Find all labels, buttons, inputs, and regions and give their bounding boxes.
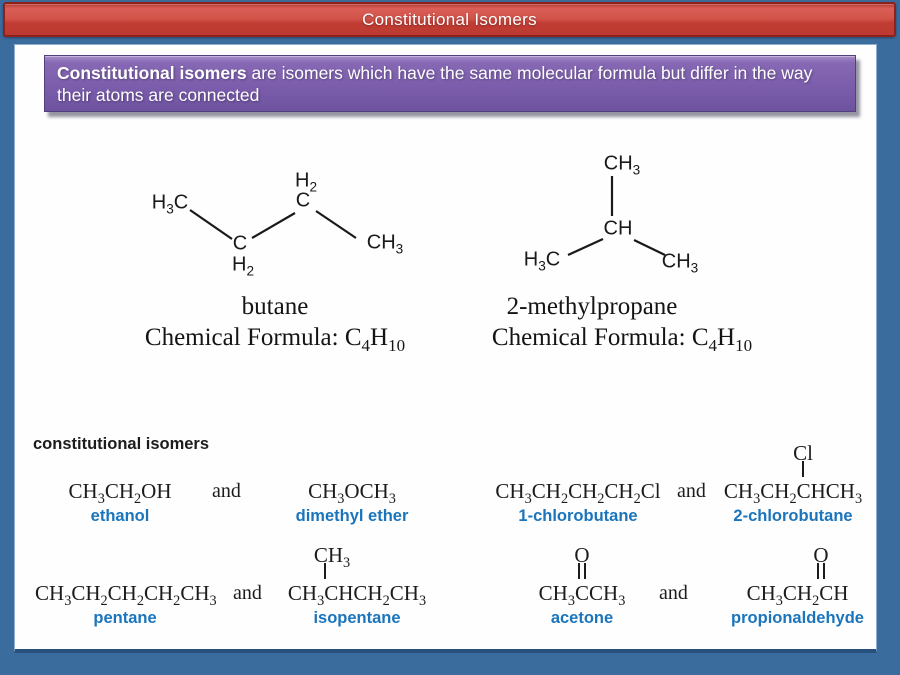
methylpropane-left-methyl: H3C xyxy=(523,248,561,274)
compound-name: 2-chlorobutane xyxy=(733,507,853,525)
methylpropane-right-methyl: CH3 xyxy=(661,250,699,276)
compound-ethanol: CH3CH2OH ethanol xyxy=(45,479,195,526)
definition-lead: Constitutional isomers xyxy=(57,63,247,83)
substituent-bond xyxy=(817,563,825,579)
substituent-bond xyxy=(324,563,326,579)
substituent-bond xyxy=(802,461,804,477)
substituent-bond xyxy=(578,563,586,579)
compound-name: propionaldehyde xyxy=(731,609,864,627)
butane-left-methyl: H3C xyxy=(151,191,189,217)
bond xyxy=(251,212,296,239)
compound-pentane: CH3CH2CH2CH2CH3 pentane xyxy=(35,581,217,628)
butane-structure: H3C C H2 C H2 CH3 xyxy=(140,170,430,282)
butane-formula: Chemical Formula: C4H10 xyxy=(144,324,406,355)
bond xyxy=(189,209,233,240)
methylpropane-formula: Chemical Formula: C4H10 xyxy=(491,324,753,355)
compound-name: dimethyl ether xyxy=(295,507,409,525)
compound-1-chlorobutane: CH3CH2CH2CH2Cl 1-chlorobutane xyxy=(493,479,663,526)
definition-rest: are isomers which have the same molecula… xyxy=(57,63,813,105)
compound-formula: CH3CH2CH xyxy=(746,581,849,610)
conjunction-and: and xyxy=(233,582,262,604)
butane-right-methyl: CH3 xyxy=(366,231,404,257)
butane-bonds xyxy=(189,209,357,240)
compound-2-chlorobutane: Cl CH3CH2CHCH3 2-chlorobutane xyxy=(708,441,878,526)
methylpropane-structure: CH3 CH H3C CH3 xyxy=(500,148,720,280)
substituent-label: CH3 xyxy=(313,543,351,572)
compound-name: ethanol xyxy=(90,507,150,525)
compound-acetone: O CH3CCH3 acetone xyxy=(507,543,657,628)
methylpropane-top-methyl: CH3 xyxy=(603,152,641,178)
compound-formula: CH3CH2OH xyxy=(68,479,172,508)
compound-formula: CH3CCH3 xyxy=(538,581,626,610)
compound-name: isopentane xyxy=(313,609,401,627)
butane-name: butane xyxy=(241,293,309,320)
methylpropane-center-ch: CH xyxy=(603,217,633,240)
content-panel xyxy=(14,44,877,653)
compound-name: pentane xyxy=(93,609,157,627)
conjunction-and: and xyxy=(659,582,688,604)
butane-c2: C xyxy=(295,189,311,212)
substituent-label: Cl xyxy=(793,441,813,465)
bond xyxy=(567,237,604,257)
compound-formula: CH3CH2CH2CH2Cl xyxy=(495,479,661,508)
compound-formula: CH3CHCH2CH3 xyxy=(287,581,427,610)
conjunction-and: and xyxy=(677,480,706,502)
methylpropane-name: 2-methylpropane xyxy=(506,293,678,320)
definition-box: Constitutional isomers are isomers which… xyxy=(44,55,856,112)
butane-c1: C xyxy=(232,232,248,255)
substituent-label: O xyxy=(813,543,829,567)
butane-c1-hydrogens: H2 xyxy=(231,253,255,279)
bond xyxy=(633,239,666,256)
examples-heading: constitutional isomers xyxy=(33,435,210,453)
compound-formula: CH3OCH3 xyxy=(308,479,396,508)
compound-propionaldehyde: O CH3CH2CH propionaldehyde xyxy=(710,543,885,628)
compound-isopentane: CH3 CH3CHCH2CH3 isopentane xyxy=(272,543,442,628)
compound-dimethyl-ether: CH3OCH3 dimethyl ether xyxy=(267,479,437,526)
compound-name: 1-chlorobutane xyxy=(518,507,638,525)
slide-title: Constitutional Isomers xyxy=(362,9,537,29)
compound-name: acetone xyxy=(550,609,614,627)
bond xyxy=(315,210,357,239)
substituent-label: O xyxy=(574,543,590,567)
methylpropane-bonds xyxy=(567,176,666,257)
butane-c2-hydrogens: H2 xyxy=(294,169,318,195)
compound-formula: CH3CH2CHCH3 xyxy=(723,479,863,508)
conjunction-and: and xyxy=(212,480,241,502)
compound-formula: CH3CH2CH2CH2CH3 xyxy=(35,581,217,610)
title-banner: Constitutional Isomers xyxy=(3,2,896,37)
